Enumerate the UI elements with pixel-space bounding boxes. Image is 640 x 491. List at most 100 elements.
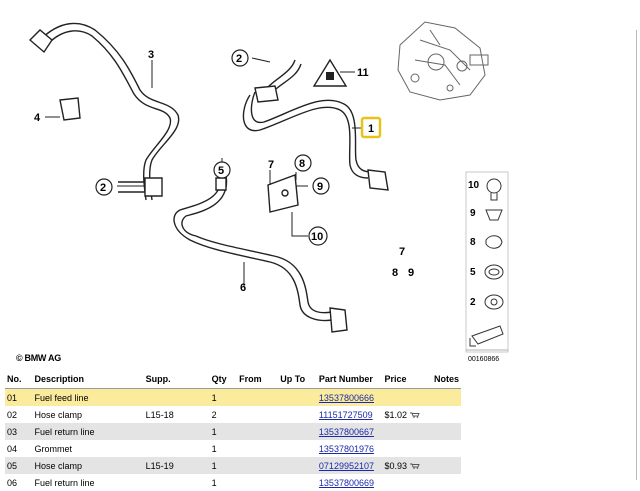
row-qty: 1 xyxy=(209,474,238,491)
price-value: $0.93 xyxy=(384,460,408,471)
row-description: Hose clamp xyxy=(32,406,144,423)
table-row[interactable]: 01 Fuel feed line 1 13537800666 xyxy=(5,388,461,406)
row-qty: 1 xyxy=(209,423,238,440)
table-row[interactable]: 02 Hose clamp L15-18 2 11151727509 $1.02 xyxy=(5,406,461,423)
row-supp xyxy=(143,474,210,491)
row-price: $1.02 xyxy=(382,406,432,423)
table-row[interactable]: 03 Fuel return line 1 13537800667 xyxy=(5,423,461,440)
header-no: No. xyxy=(5,370,33,389)
svg-text:5: 5 xyxy=(470,267,476,278)
svg-text:8: 8 xyxy=(470,237,476,248)
row-supp xyxy=(143,388,210,406)
row-qty: 1 xyxy=(209,440,238,457)
callout-6[interactable]: 6 xyxy=(240,282,246,294)
svg-text:9: 9 xyxy=(470,208,476,219)
cart-icon[interactable] xyxy=(410,412,420,419)
row-supp: L15-18 xyxy=(143,406,210,423)
row-notes xyxy=(431,388,461,406)
row-upto xyxy=(278,423,317,440)
part-number-link[interactable]: 11151727509 xyxy=(318,409,373,420)
row-notes xyxy=(431,440,461,457)
row-qty: 1 xyxy=(209,457,238,474)
part-number-link[interactable]: 13537800666 xyxy=(318,392,374,403)
copyright-label: © BMW AG xyxy=(16,353,61,363)
callout-11[interactable]: 11 xyxy=(357,67,369,79)
row-description: Hose clamp xyxy=(32,457,144,474)
row-from xyxy=(237,457,279,474)
callout-7[interactable]: 7 xyxy=(268,159,274,171)
row-description: Fuel feed line xyxy=(32,388,144,406)
header-description: Description xyxy=(32,370,144,389)
header-upto: Up To xyxy=(278,370,317,389)
row-notes xyxy=(431,474,461,491)
scrollbar[interactable] xyxy=(636,30,637,480)
callout-labels: 3 4 2 11 1 2 5 7 8 9 10 6 7 8 9 xyxy=(34,49,414,294)
row-notes xyxy=(431,457,461,474)
row-no: 02 xyxy=(5,406,33,423)
row-no: 05 xyxy=(5,457,33,474)
header-from: From xyxy=(237,370,279,389)
header-qty: Qty xyxy=(209,370,238,389)
row-notes xyxy=(431,423,461,440)
cart-icon[interactable] xyxy=(410,463,420,470)
diagram-drawing: 3 4 2 11 1 2 5 7 8 9 10 6 7 8 9 xyxy=(28,21,509,353)
parts-diagram: 3 4 2 11 1 2 5 7 8 9 10 6 7 8 9 xyxy=(16,21,509,363)
row-supp xyxy=(143,423,210,440)
row-from xyxy=(237,388,279,406)
part-number-link[interactable]: 13537800667 xyxy=(318,426,374,437)
callout-8[interactable]: 8 xyxy=(299,158,305,170)
warning-triangle-icon xyxy=(312,58,348,87)
row-supp: L15-19 xyxy=(143,457,210,474)
price-value: $1.02 xyxy=(384,409,408,420)
parts-table: No. Description Supp. Qty From Up To Par… xyxy=(5,370,461,491)
row-from xyxy=(237,406,279,423)
callout-9b[interactable]: 9 xyxy=(408,267,414,279)
svg-text:2: 2 xyxy=(470,297,476,308)
row-qty: 1 xyxy=(209,388,238,406)
row-description: Fuel return line xyxy=(32,423,144,440)
callout-1[interactable]: 1 xyxy=(368,123,374,135)
callout-4[interactable]: 4 xyxy=(34,112,41,124)
callout-9[interactable]: 9 xyxy=(317,181,323,193)
row-no: 06 xyxy=(5,474,33,491)
diagram-id-label: 00160866 xyxy=(468,356,500,363)
row-no: 01 xyxy=(5,388,33,406)
callout-7b[interactable]: 7 xyxy=(399,246,405,258)
callout-5[interactable]: 5 xyxy=(218,165,224,177)
header-part-number: Part Number xyxy=(316,370,383,389)
part-number-link[interactable]: 13537801976 xyxy=(318,443,374,454)
row-description: Fuel return line xyxy=(32,474,144,491)
row-upto xyxy=(278,440,317,457)
row-upto xyxy=(278,474,317,491)
row-price xyxy=(382,474,432,491)
table-row[interactable]: 04 Grommet 1 13537801976 xyxy=(5,440,461,457)
part-number-link[interactable]: 13537800669 xyxy=(318,477,374,488)
row-upto xyxy=(278,388,317,406)
row-from xyxy=(237,474,279,491)
part-number-link[interactable]: 07129952107 xyxy=(318,460,374,471)
header-price: Price xyxy=(382,370,432,389)
row-supp xyxy=(143,440,210,457)
fuel-pump-drawing xyxy=(397,21,489,101)
row-qty: 2 xyxy=(209,406,238,423)
row-no: 04 xyxy=(5,440,33,457)
callout-10[interactable]: 10 xyxy=(311,231,323,243)
callout-2-top[interactable]: 2 xyxy=(236,53,242,65)
row-from xyxy=(237,440,279,457)
svg-text:10: 10 xyxy=(468,180,480,191)
row-no: 03 xyxy=(5,423,33,440)
legend-column: 10 9 8 5 2 xyxy=(465,171,509,353)
table-row[interactable]: 05 Hose clamp L15-19 1 07129952107 $0.93 xyxy=(5,457,461,474)
callout-2-left[interactable]: 2 xyxy=(100,182,106,194)
row-upto xyxy=(278,406,317,423)
callout-3[interactable]: 3 xyxy=(148,49,154,61)
row-description: Grommet xyxy=(32,440,144,457)
row-upto xyxy=(278,457,317,474)
row-from xyxy=(237,423,279,440)
table-row[interactable]: 06 Fuel return line 1 13537800669 xyxy=(5,474,461,491)
header-notes: Notes xyxy=(431,370,461,389)
row-price xyxy=(382,388,432,406)
row-price xyxy=(382,440,432,457)
callout-8b[interactable]: 8 xyxy=(392,267,398,279)
parts-table-header: No. Description Supp. Qty From Up To Par… xyxy=(5,370,461,389)
